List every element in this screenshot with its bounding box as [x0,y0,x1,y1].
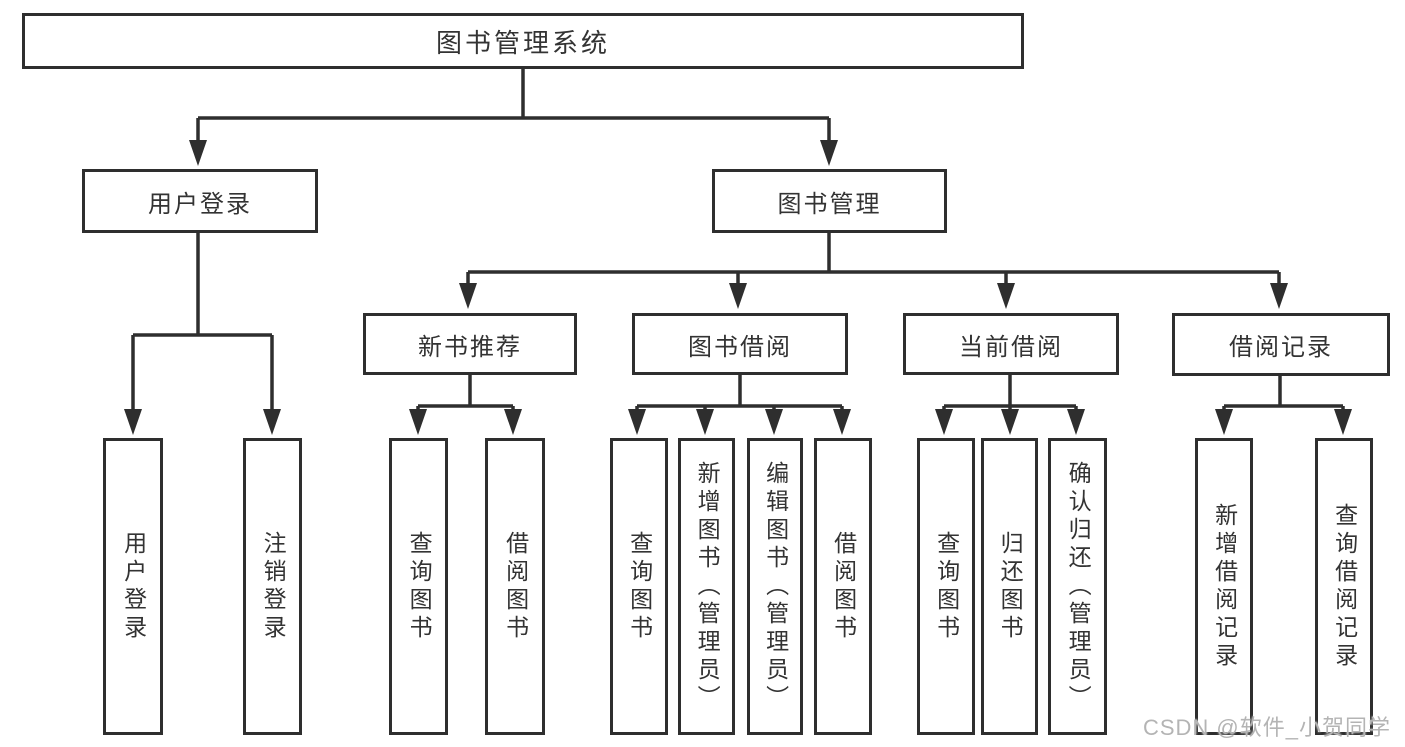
node-label: 编辑图书（管理员） [762,460,789,713]
node-book-borrowing: 图书借阅 [632,313,848,375]
node-label: 注销登录 [260,530,287,643]
leaf-current-return-books: 归还图书 [981,438,1038,735]
node-label: 新增图书（管理员） [694,460,721,713]
node-label: 用户登录 [120,530,147,643]
node-current-borrowing: 当前借阅 [903,313,1119,375]
leaf-recommend-borrow-books: 借阅图书 [485,438,545,735]
node-borrowing-records: 借阅记录 [1172,313,1390,376]
node-label: 查询图书 [406,530,433,643]
node-label: 图书管理系统 [435,27,610,58]
leaf-current-query-books: 查询图书 [917,438,975,735]
leaf-borrow-edit-books-admin: 编辑图书（管理员） [747,438,803,735]
node-book-management: 图书管理 [712,169,947,233]
node-label: 借阅记录 [1229,334,1333,361]
csdn-watermark: CSDN @软件_小贺同学 [1142,715,1391,740]
leaf-current-confirm-return-admin: 确认归还（管理员） [1048,438,1107,735]
node-label: 图书借阅 [688,333,792,361]
node-library-management-system: 图书管理系统 [22,13,1024,69]
leaf-user-login: 用户登录 [103,438,163,735]
node-new-book-recommend: 新书推荐 [363,313,577,375]
leaf-borrow-query-books: 查询图书 [610,438,668,735]
node-label: 用户登录 [148,190,252,218]
node-user-login: 用户登录 [82,169,318,233]
node-label: 查询图书 [933,530,960,643]
node-label: 归还图书 [997,530,1024,643]
node-label: 借阅图书 [830,530,857,643]
leaf-logout: 注销登录 [243,438,302,735]
leaf-borrow-add-books-admin: 新增图书（管理员） [678,438,735,735]
node-label: 当前借阅 [959,333,1063,361]
leaf-borrow-borrow-books: 借阅图书 [814,438,872,735]
node-label: 新增借阅记录 [1211,502,1238,671]
node-label: 借阅图书 [502,530,529,643]
leaf-recommend-query-books: 查询图书 [389,438,448,735]
node-label: 查询图书 [626,530,653,643]
leaf-record-query-borrow-record: 查询借阅记录 [1315,438,1373,735]
leaf-record-add-borrow-record: 新增借阅记录 [1195,438,1253,735]
node-label: 新书推荐 [418,333,522,361]
node-label: 查询借阅记录 [1331,502,1358,671]
node-label: 图书管理 [777,190,882,218]
node-label: 确认归还（管理员） [1065,460,1092,713]
